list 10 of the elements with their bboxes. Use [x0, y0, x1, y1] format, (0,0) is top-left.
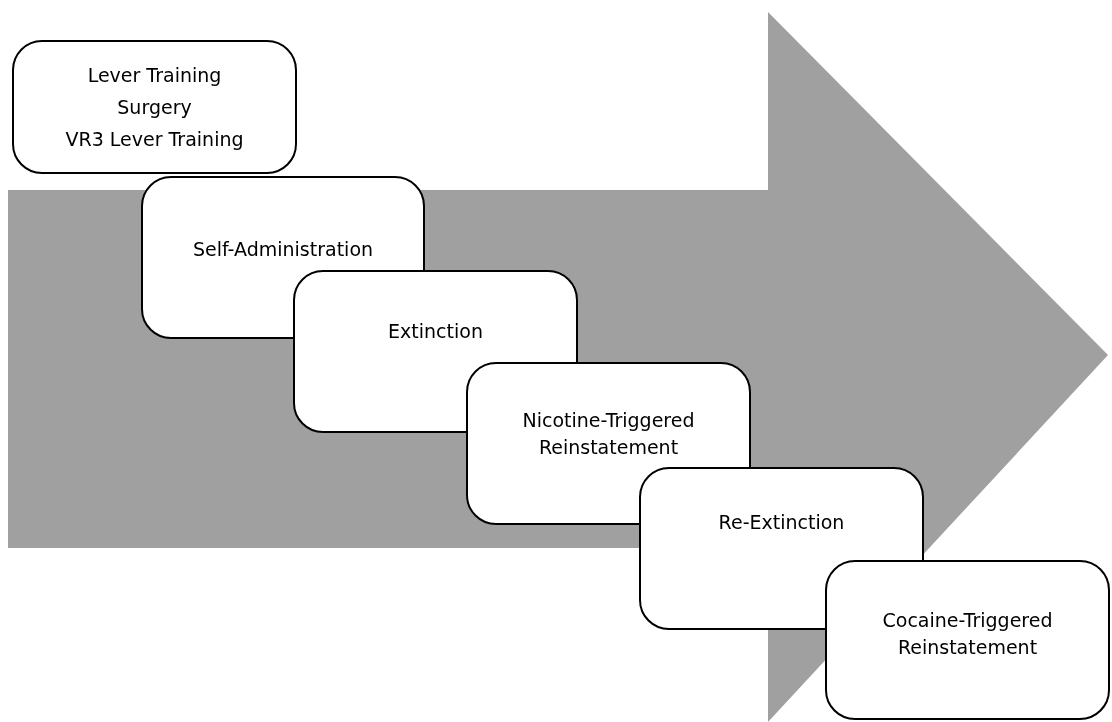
step-label: Cocaine-Triggered Reinstatement	[881, 608, 1054, 660]
step-label: Extinction	[388, 319, 483, 344]
step-label: Self-Administration	[192, 237, 374, 262]
process-box	[12, 40, 297, 174]
step-label: Lever Training	[87, 63, 222, 87]
step-label: Re-Extinction	[718, 510, 845, 535]
step-label: Nicotine-Triggered Reinstatement	[521, 407, 696, 460]
step-label: Surgery	[117, 95, 192, 119]
process-box	[825, 560, 1110, 720]
step-label: VR3 Lever Training	[65, 127, 244, 151]
